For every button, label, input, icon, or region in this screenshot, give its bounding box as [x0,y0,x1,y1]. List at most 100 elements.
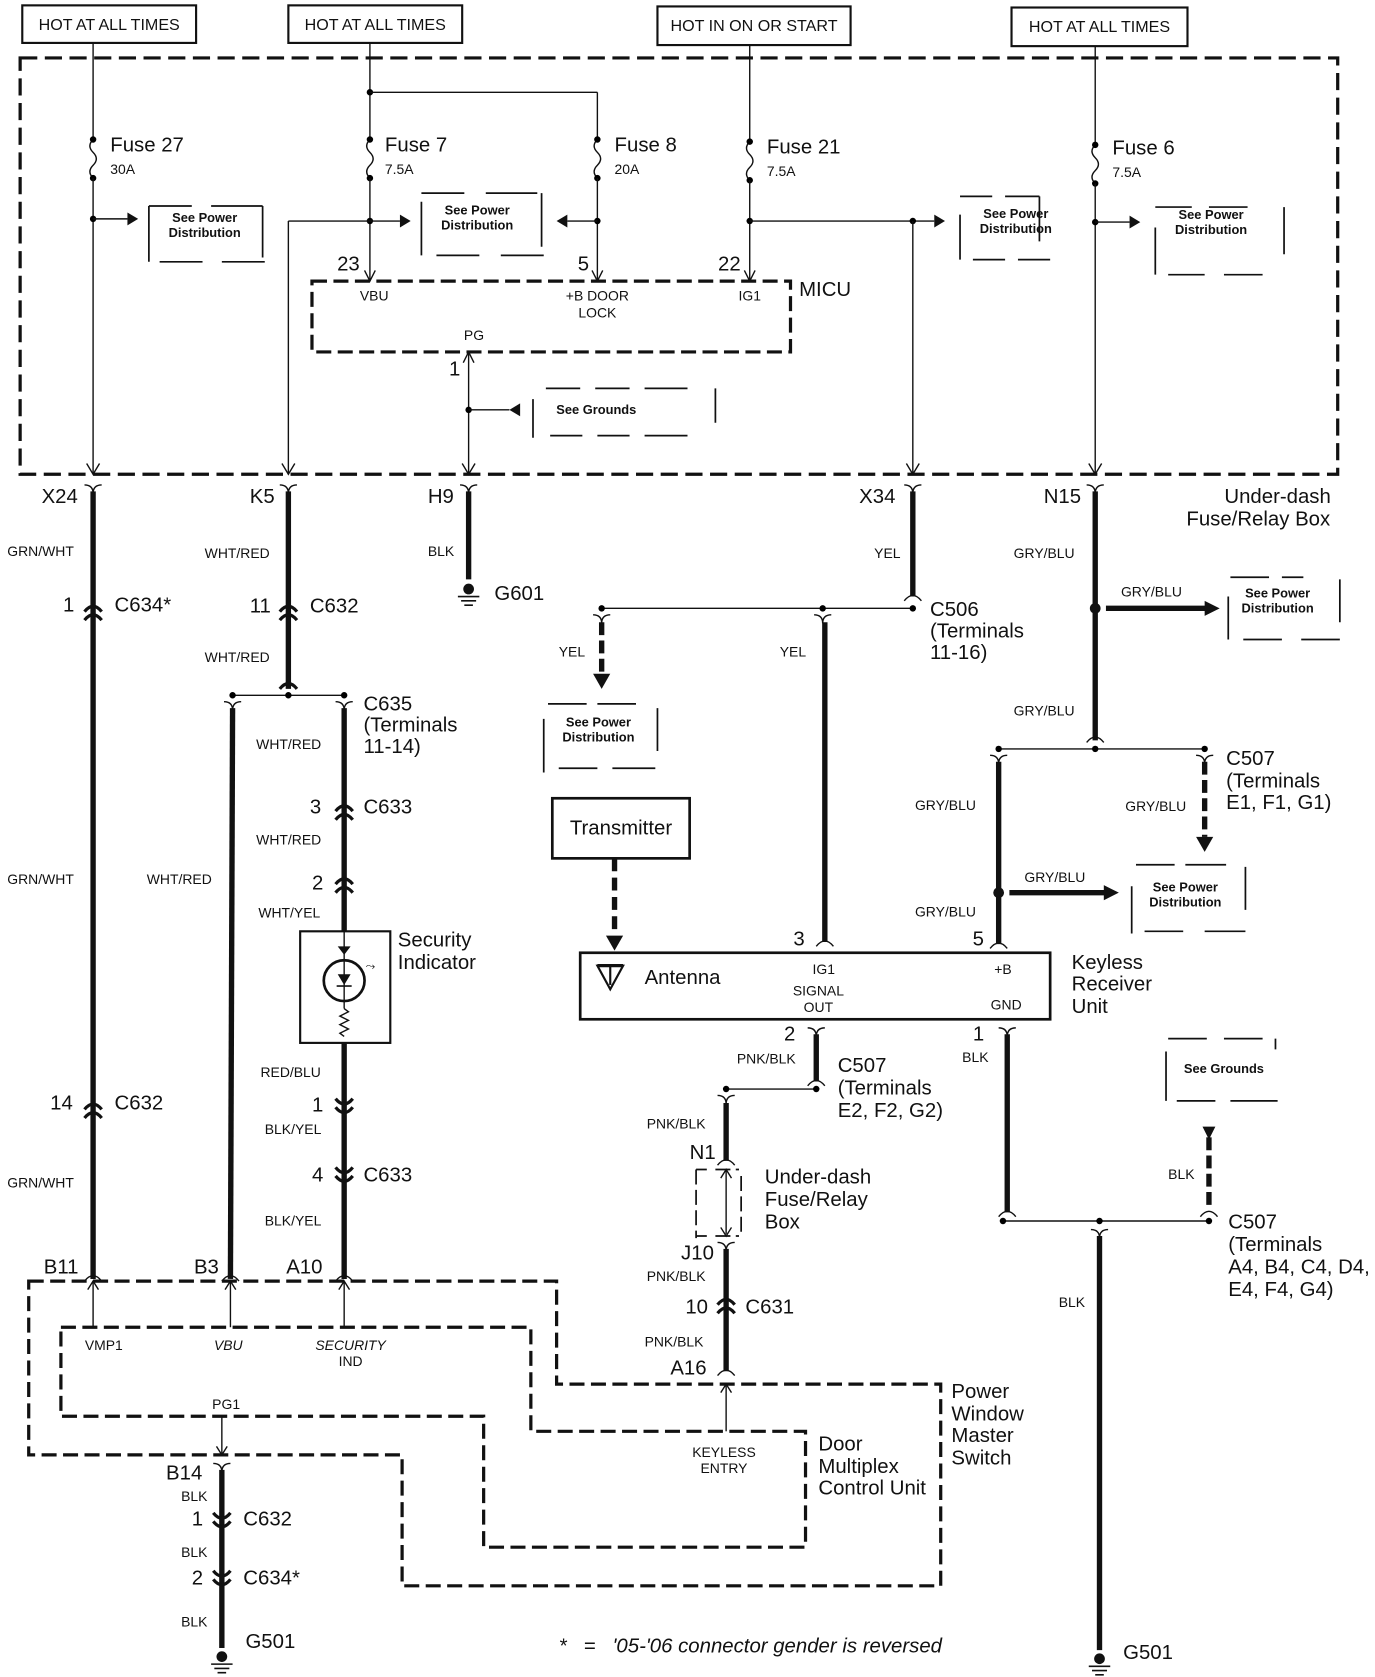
wire-color-label: GRY/BLU [1014,545,1075,561]
ground-icon [1094,1653,1105,1665]
terminal-label: J10 [681,1243,714,1265]
wire-color-label: BLK [181,1614,208,1630]
see-power-distribution-ref[interactable]: See Power Distribution [959,195,1052,261]
pin-number: 4 [312,1164,323,1186]
wire-color-label: YEL [874,545,901,561]
wire-color-label: BLK/YEL [265,1121,322,1137]
pin-name: SIGNAL [793,983,844,999]
wire-color-label: WHT/RED [256,831,321,847]
pin-number: 3 [310,796,321,818]
terminal-label: H9 [428,486,454,508]
security-indicator-label: Security [398,929,472,951]
connector-label: C507 [1228,1212,1277,1234]
see-power-distribution-ref[interactable]: See Power Distribution [1130,863,1247,934]
fuse-name: Fuse 21 [767,136,841,158]
pin-number: 1 [449,359,460,381]
ground-label: G601 [494,583,544,605]
ref-text: Distribution [169,225,241,240]
terminal-label: K5 [250,486,275,508]
pin-number: 1 [63,595,74,617]
ref-text: See Power [983,206,1048,221]
see-power-distribution-ref[interactable]: See Power Distribution [1154,206,1285,276]
see-grounds-ref[interactable]: See Grounds [1165,1037,1278,1102]
fuse-name: Fuse 8 [615,134,677,156]
pin-number: 5 [973,928,984,950]
ground-icon [463,583,474,595]
micu-module: MICU 23 VBU 5 +B DOOR LOCK 22 IG1 PG 1 [310,253,851,475]
see-power-distribution-ref[interactable]: See Power Distribution [1227,576,1341,641]
supply-label-1: HOT AT ALL TIMES [21,4,198,44]
door-multiplex-control-unit: Door Multiplex Control Unit B11 B3 A10 V… [44,1257,926,1549]
ref-text: See Power [566,714,631,729]
terminal-label: A10 [286,1257,322,1279]
pin-number: 23 [337,253,360,275]
resistor-icon [338,1008,351,1038]
wire-color-label: YEL [780,644,807,660]
terminal-label: B11 [44,1257,79,1279]
connector-label: C634* [115,595,172,617]
wire-yel: YEL C506 (Terminals 11-16) YEL YEL [559,463,1024,947]
see-grounds-ref[interactable]: See Grounds [532,387,717,438]
wire-color-label: BLK [1059,1294,1086,1310]
see-power-distribution-ref[interactable]: See Power Distribution [542,702,659,773]
connector-terminals: (Terminals [838,1077,932,1099]
connector-label: C635 [363,693,412,715]
connector-label: C507 [1226,748,1275,770]
ref-text: See Power [445,203,510,218]
pin-name: SECURITY [315,1337,387,1353]
power-window-label: Switch [951,1448,1011,1470]
power-window-master-switch: Power Window Master Switch [27,1279,1024,1588]
power-window-label: Power [951,1381,1009,1403]
wire-color-label: BLK [962,1049,989,1065]
wire-blk-g501-left: B14 BLK 1 C632 BLK 2 C634* BLK G501 [166,1463,300,1674]
fuse-rating: 7.5A [767,163,796,179]
footnote: * = '05-'06 connector gender is reversed [559,1635,943,1657]
see-power-distribution-ref[interactable]: See Power Distribution [148,205,265,263]
wire-color-label: WHT/RED [205,545,270,561]
wire-color-label: PNK/BLK [645,1334,705,1350]
wire-color-label: GRN/WHT [7,871,74,887]
pin-number: 5 [578,253,589,275]
wire-color-label: GRY/BLU [1014,703,1075,719]
connector-terminals: (Terminals [363,715,457,737]
connector-label: C634* [243,1568,300,1590]
wire-color-label: BLK [181,1488,208,1504]
wire-color-label: WHT/RED [147,871,212,887]
pin-number: 22 [718,253,741,275]
connector-label: C633 [363,796,412,818]
connector-terminals: E2, F2, G2) [838,1100,943,1122]
connector-terminals: (Terminals [1228,1234,1322,1256]
fuse-box-label: Under-dash [765,1166,871,1188]
fuse-7-8-circuit: Fuse 7 7.5A Fuse 8 20A [287,42,677,475]
wire-color-label: GRY/BLU [1125,798,1186,814]
terminal-label: X34 [859,486,895,508]
terminal-label: X24 [42,486,78,508]
supply-label-2: HOT AT ALL TIMES [287,4,464,44]
transmitter: Transmitter [550,796,691,951]
ref-text: Distribution [441,218,513,233]
door-multiplex-label: Multiplex [818,1456,898,1478]
connector-label: C632 [310,596,359,618]
see-power-distribution-ref[interactable]: See Power Distribution [420,192,544,257]
light-emit-icon: ⤳ [366,959,376,973]
fuse-27-circuit: Fuse 27 30A [89,42,184,475]
antenna-label: Antenna [645,967,722,989]
fuse-rating: 7.5A [385,161,414,177]
pin-number: 2 [784,1024,795,1046]
terminal-label: B3 [194,1257,219,1279]
pin-name: VBU [214,1337,244,1353]
supply-text: HOT AT ALL TIMES [39,16,180,34]
connector-label: C633 [363,1164,412,1186]
pin-number: 1 [973,1024,984,1046]
wire-color-label: GRN/WHT [7,543,74,559]
ref-text: Distribution [1175,222,1247,237]
pin-number: 11 [250,596,271,618]
wire-color-label: YEL [559,644,586,660]
connector-terminals: (Terminals [1226,771,1320,793]
fuse-rating: 20A [615,161,641,177]
ground-label: G501 [245,1631,295,1653]
keyless-receiver-label: Unit [1072,996,1109,1018]
pin-number: 1 [192,1509,203,1531]
connector-terminals: E4, F4, G4) [1228,1279,1333,1301]
